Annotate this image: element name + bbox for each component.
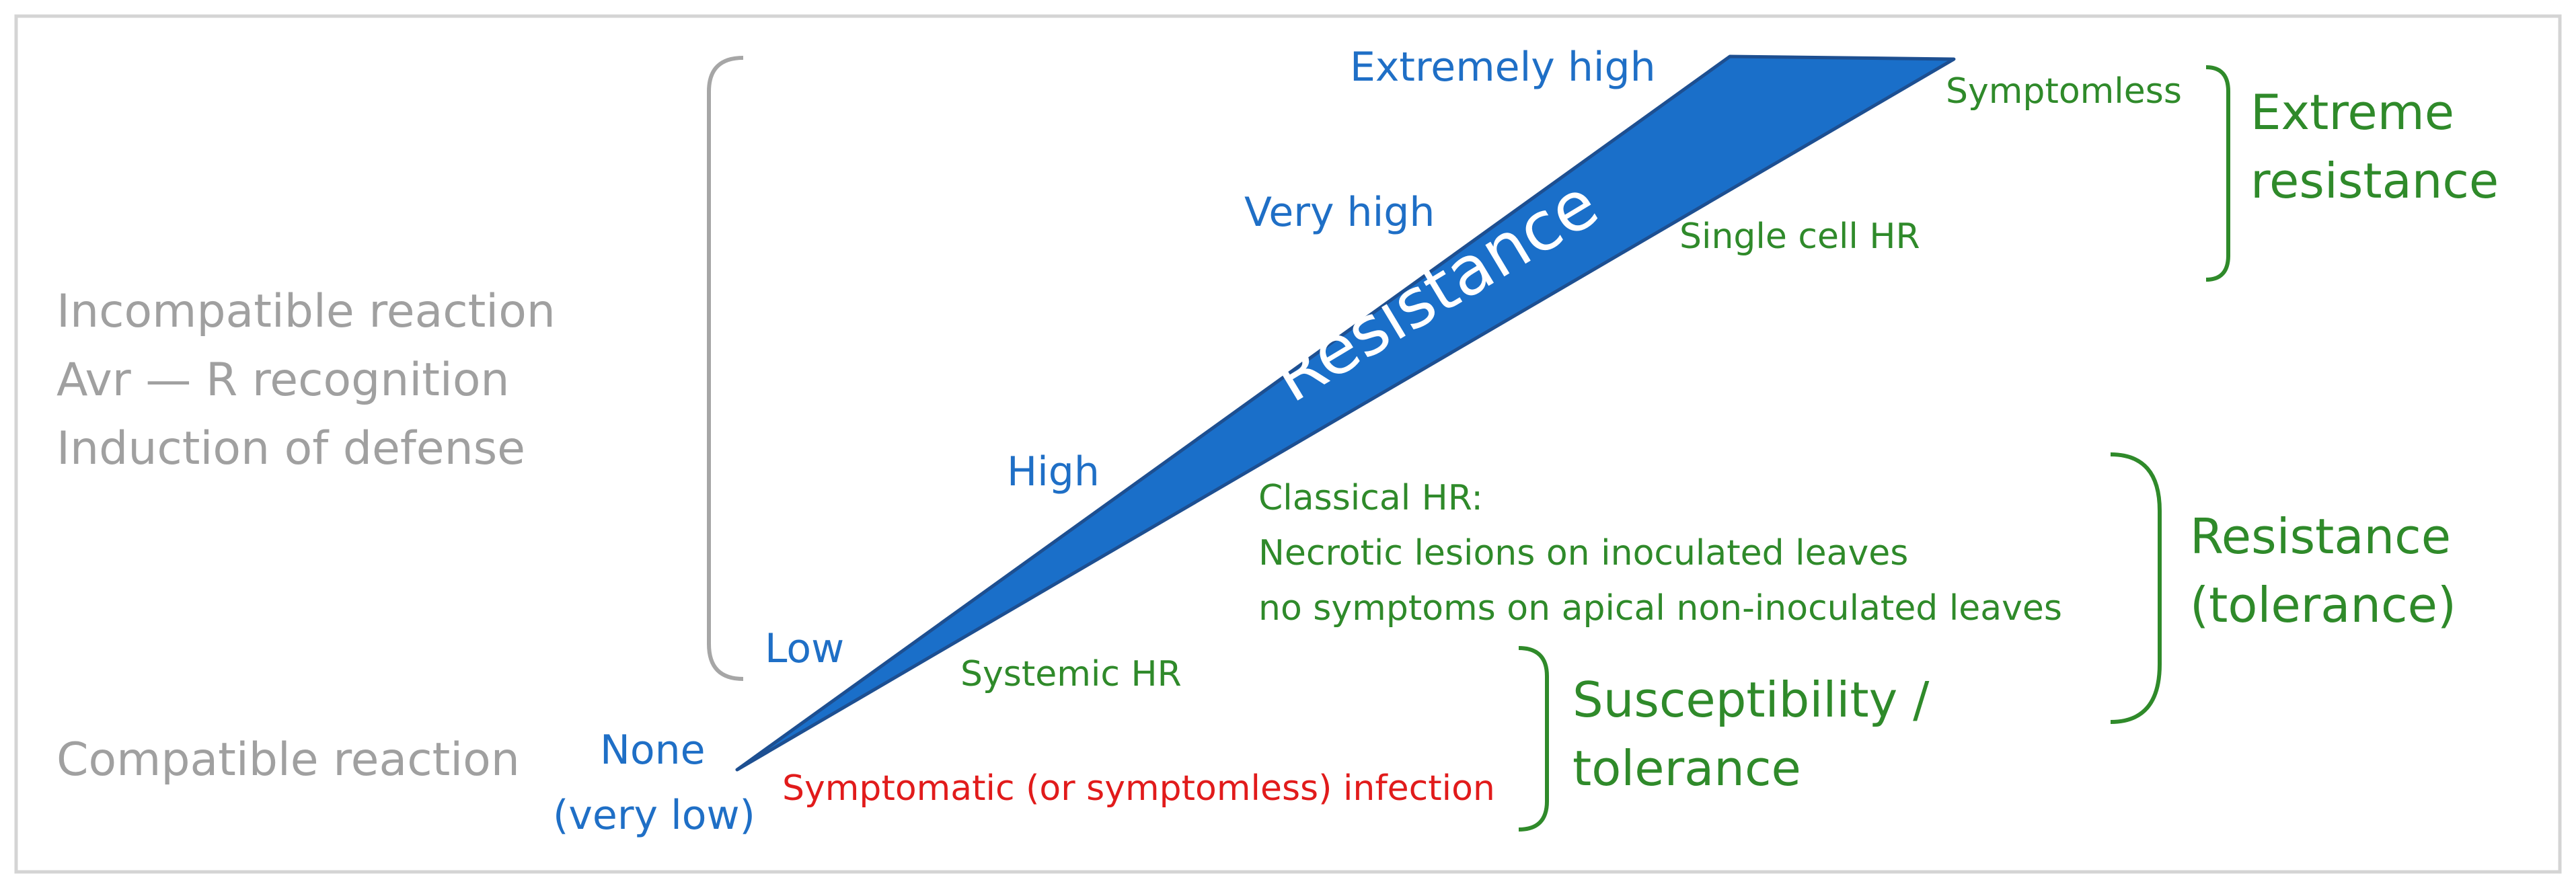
- category-extreme: Extreme: [2250, 84, 2454, 140]
- response-necrotic-lesions: Necrotic lesions on inoculated leaves: [1258, 533, 1908, 573]
- response-single-cell-hr: Single cell HR: [1679, 216, 1920, 257]
- category-resistance-word: resistance: [2250, 153, 2499, 209]
- level-extremely-high: Extremely high: [1350, 44, 1656, 91]
- susceptibility-bracket: [1518, 646, 1549, 832]
- response-systemic-hr: Systemic HR: [960, 654, 1182, 694]
- response-no-apical-symptoms: no symptoms on apical non-inoculated lea…: [1258, 588, 2062, 629]
- resistance-wedge: [735, 54, 1956, 772]
- category-susceptibility-tolerance: tolerance: [1573, 740, 1801, 797]
- avr-r-recognition-label: Avr — R recognition: [56, 354, 510, 407]
- level-none: None: [600, 727, 706, 774]
- level-high: High: [1007, 448, 1100, 495]
- incompatible-bracket: [707, 56, 744, 681]
- level-very-low: (very low): [553, 792, 755, 839]
- resistance-tolerance-bracket: [2110, 452, 2162, 724]
- response-symptomless: Symptomless: [1946, 71, 2182, 112]
- level-very-high: Very high: [1244, 189, 1435, 236]
- incompatible-reaction-label: Incompatible reaction: [56, 285, 556, 338]
- compatible-reaction-label: Compatible reaction: [56, 733, 520, 786]
- category-susceptibility: Susceptibility /: [1573, 672, 1930, 728]
- category-resistance: Resistance: [2190, 508, 2451, 565]
- induction-of-defense-label: Induction of defense: [56, 422, 525, 475]
- outer-frame: [14, 14, 2562, 874]
- response-symptomatic-infection: Symptomatic (or symptomless) infection: [782, 768, 1495, 809]
- extreme-resistance-bracket: [2205, 65, 2230, 282]
- level-low: Low: [765, 625, 844, 672]
- response-classical-hr: Classical HR:: [1258, 478, 1483, 518]
- category-tolerance: (tolerance): [2190, 577, 2456, 633]
